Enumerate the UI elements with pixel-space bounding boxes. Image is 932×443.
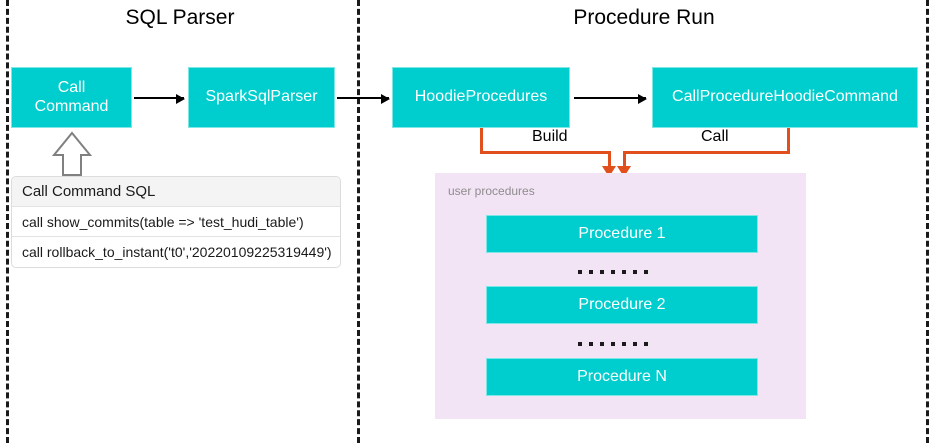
build-edge-arrowhead (602, 166, 616, 177)
node-spark-sql-parser[interactable]: SparkSqlParser (188, 67, 335, 128)
build-edge-segment-horizontal (480, 151, 611, 154)
sql-table-row: call rollback_to_instant('t0','202201092… (22, 244, 332, 260)
up-arrow-icon (51, 131, 93, 182)
call-edge-segment-vertical-start (787, 128, 790, 153)
call-command-sql-table: Call Command SQL call show_commits(table… (11, 176, 341, 268)
procedure-box-2[interactable]: Procedure 2 (486, 286, 758, 324)
ellipsis-dots (578, 270, 648, 274)
call-edge-segment-vertical-end (623, 151, 626, 168)
node-hoodie-procedures[interactable]: HoodieProcedures (392, 67, 570, 128)
arrow-hoodie-procedures-to-call-command (574, 94, 647, 104)
build-edge-segment-vertical-end (608, 151, 611, 168)
user-procedures-label: user procedures (448, 184, 535, 198)
sql-table-row: call show_commits(table => 'test_hudi_ta… (12, 207, 340, 237)
arrow-parser-to-hoodie-procedures (337, 94, 390, 104)
arrow-call-command-to-parser (134, 94, 185, 104)
ellipsis-dots (578, 342, 648, 346)
divider-middle (357, 0, 360, 443)
edge-label-call: Call (696, 128, 734, 146)
node-call-command[interactable]: Call Command (11, 67, 132, 128)
sql-table-header: Call Command SQL (12, 177, 340, 207)
section-title-sql-parser: SQL Parser (125, 6, 235, 29)
call-edge-segment-horizontal (623, 151, 790, 154)
divider-left (6, 0, 9, 443)
edge-label-build: Build (527, 128, 573, 146)
divider-right (926, 0, 929, 443)
procedure-box-n[interactable]: Procedure N (486, 358, 758, 396)
section-title-procedure-run: Procedure Run (573, 6, 715, 29)
node-call-command-line1: Call (57, 79, 86, 97)
node-call-procedure-hoodie-command[interactable]: CallProcedureHoodieCommand (652, 67, 918, 128)
build-edge-segment-vertical-start (480, 128, 483, 153)
node-call-command-line2: Command (34, 97, 109, 115)
call-edge-arrowhead (617, 166, 631, 177)
procedure-box-1[interactable]: Procedure 1 (486, 215, 758, 253)
